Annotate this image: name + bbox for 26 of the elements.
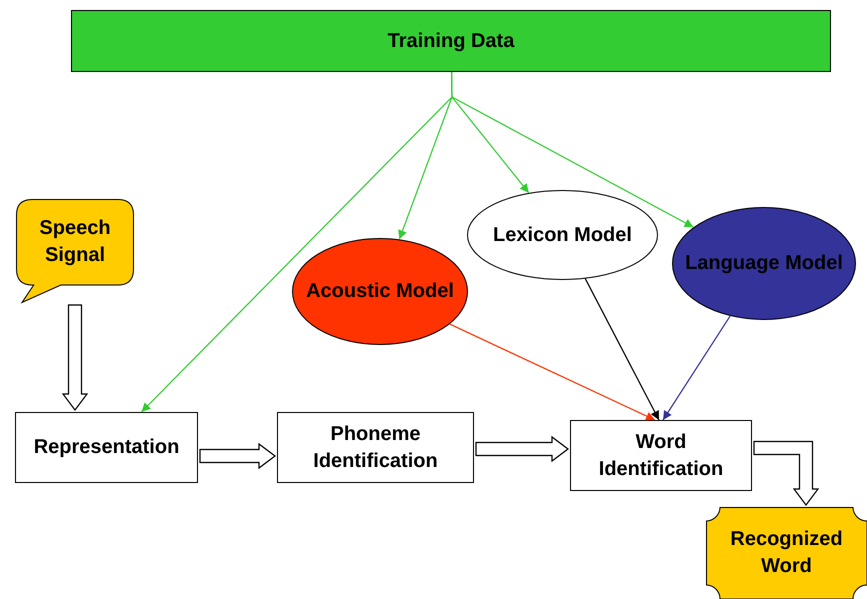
block-arrow: [62, 304, 88, 411]
node-label: Training Data: [386, 28, 516, 54]
node-label: Word Identification: [598, 430, 724, 482]
model-ellipse: [672, 207, 856, 320]
title-bar: [71, 10, 831, 72]
output-plaque: [706, 507, 867, 599]
node-label: Representation: [32, 435, 180, 460]
arrow: [584, 278, 660, 420]
node-label: Lexicon Model: [492, 222, 633, 248]
arrow: [662, 316, 731, 420]
node-label: Acoustic Model: [305, 279, 455, 304]
node-label: Speech Signal: [38, 216, 112, 268]
model-ellipse: [467, 190, 658, 280]
block-arrow: [753, 440, 820, 506]
speech-bubble: [16, 199, 134, 303]
process-box: [570, 420, 752, 491]
process-box: [277, 412, 474, 483]
node-label: Phoneme Identification: [312, 422, 439, 474]
node-label: Recognized Word: [729, 527, 844, 579]
arrow: [450, 72, 694, 228]
process-box: [15, 412, 198, 483]
node-label: Language Model: [684, 251, 844, 276]
block-arrow: [199, 442, 276, 470]
model-ellipse: [292, 238, 468, 345]
arrow: [450, 324, 656, 421]
block-arrow: [475, 436, 569, 462]
